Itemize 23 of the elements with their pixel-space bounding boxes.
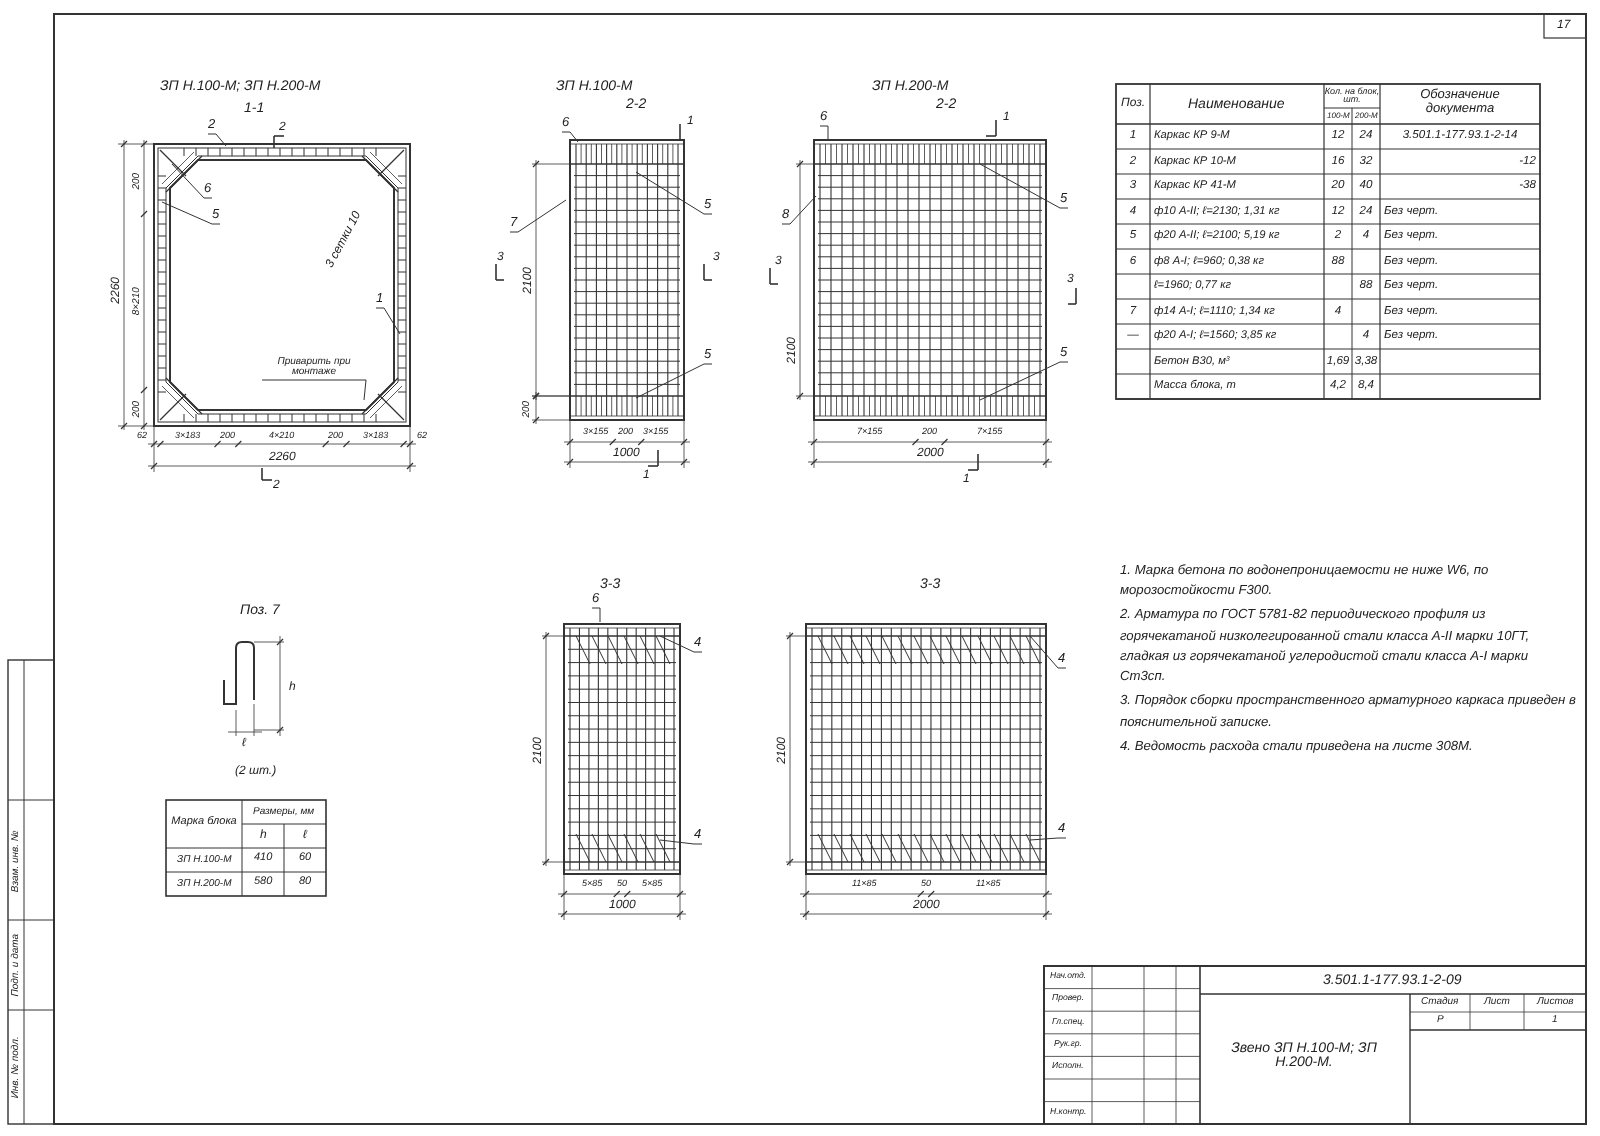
rebar-cage-drawing <box>569 139 685 421</box>
leader-line <box>591 607 601 623</box>
leader-line <box>659 635 703 653</box>
leader-line <box>161 201 221 225</box>
leader-line <box>819 125 829 141</box>
leader-line <box>979 163 1069 209</box>
leader-line <box>509 199 567 233</box>
leader-line <box>635 171 713 215</box>
leader-line <box>1029 635 1067 669</box>
leader-line <box>781 195 817 225</box>
rebar-cage-drawing <box>805 623 1047 875</box>
wall-section-drawing <box>153 143 411 427</box>
leader-line <box>635 363 713 399</box>
leader-line <box>979 361 1069 401</box>
rebar-cage-drawing <box>563 623 681 875</box>
leader-line <box>561 131 579 143</box>
leader-line <box>659 839 703 845</box>
leader-line <box>171 163 213 199</box>
rebar-cage-drawing <box>813 139 1047 421</box>
leader-line <box>261 379 367 401</box>
leader-line <box>375 307 401 335</box>
leader-line <box>1029 837 1067 841</box>
leader-line <box>207 133 227 147</box>
